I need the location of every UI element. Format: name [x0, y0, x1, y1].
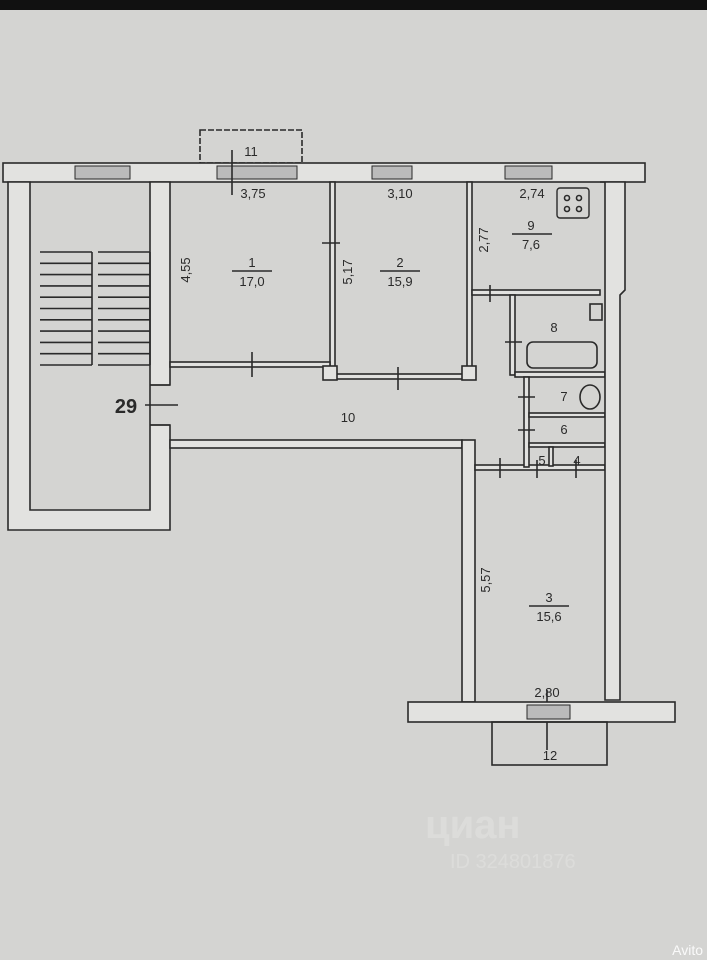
- sink-icon: [589, 303, 603, 321]
- staircase: [7, 181, 171, 531]
- stove-icon: [556, 187, 590, 219]
- watermark-id: ID 324801876: [450, 851, 576, 873]
- label-room-12: 12: [543, 748, 557, 763]
- avito-watermark: Avito: [672, 942, 703, 958]
- balcony-12: [491, 721, 608, 766]
- dim-room1-depth: 4,55: [178, 257, 193, 282]
- entrance-number: 29: [115, 396, 137, 418]
- label-room-8: 8: [550, 320, 557, 335]
- label-room-10: 10: [341, 410, 355, 425]
- area-room-1: 17,0: [239, 274, 264, 289]
- top-bar: [0, 0, 707, 10]
- dim-room9-depth: 2,77: [476, 227, 491, 252]
- label-room-2: 2: [396, 255, 403, 270]
- fixtures: [526, 187, 603, 410]
- area-room-3: 15,6: [536, 609, 561, 624]
- window-bottom: [526, 704, 571, 720]
- label-room-7: 7: [560, 389, 567, 404]
- outer-wall-right: [600, 181, 626, 701]
- area-room-2: 15,9: [387, 274, 412, 289]
- dim-room2-width: 3,10: [387, 186, 412, 201]
- label-room-4: 4: [573, 453, 580, 468]
- label-room-11: 11: [244, 144, 258, 159]
- dim-room9-width: 2,74: [519, 186, 544, 201]
- label-room-1: 1: [248, 255, 255, 270]
- dim-room1-width: 3,75: [240, 186, 265, 201]
- interior-walls: [169, 181, 606, 703]
- dim-room3-depth: 5,57: [478, 567, 493, 592]
- toilet-icon: [579, 384, 601, 410]
- area-room-9: 7,6: [522, 237, 540, 252]
- watermark-brand: циан: [425, 803, 521, 847]
- dim-room3-width: 2,80: [534, 685, 559, 700]
- outer-wall-top: [2, 162, 646, 183]
- label-room-5: 5: [538, 453, 545, 468]
- label-room-3: 3: [545, 590, 552, 605]
- windows-top: [74, 150, 553, 195]
- label-room-9: 9: [527, 218, 534, 233]
- dim-room2-depth: 5,17: [340, 259, 355, 284]
- bathtub-icon: [526, 341, 598, 369]
- label-room-6: 6: [560, 422, 567, 437]
